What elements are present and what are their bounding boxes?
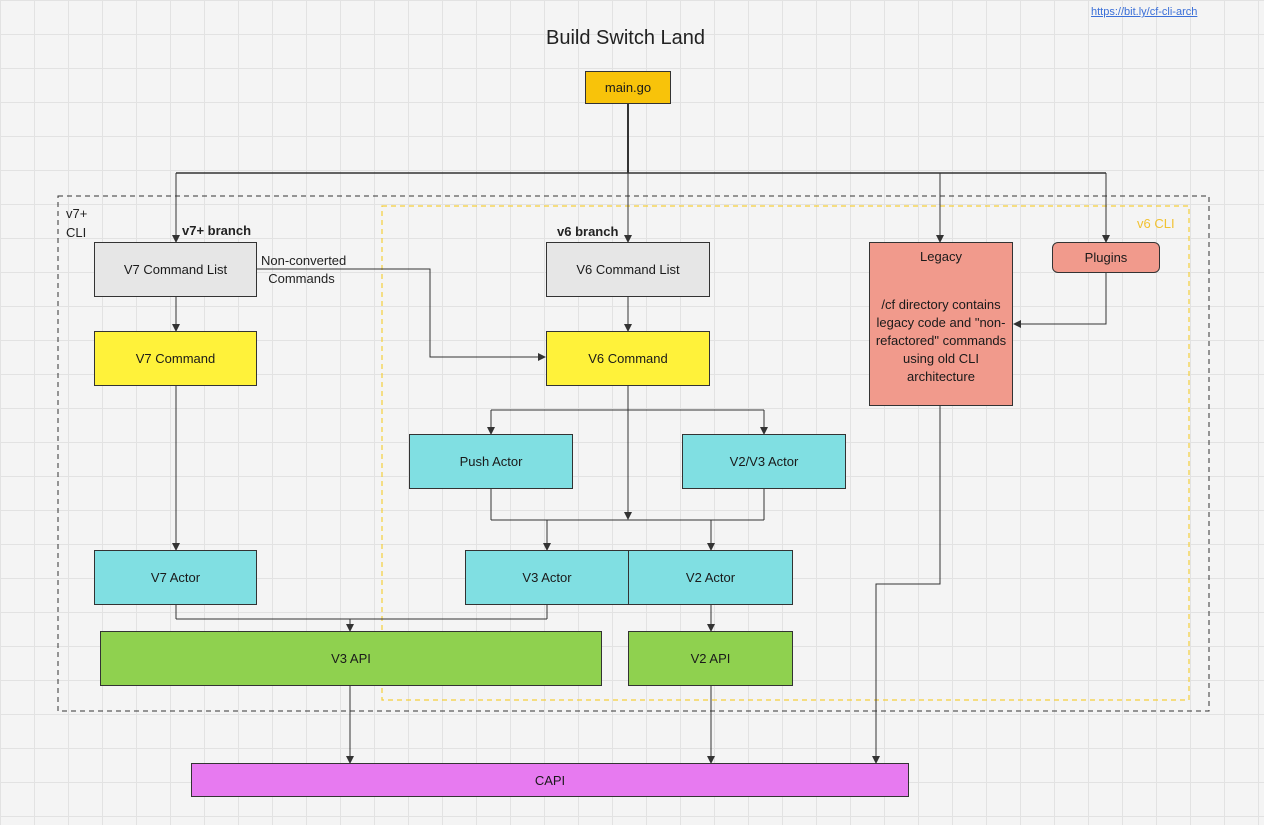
v7-actor-node[interactable]: V7 Actor [94, 550, 257, 605]
non-converted-label: Non-converted Commands [261, 253, 347, 286]
v2-actor-node[interactable]: V2 Actor [628, 550, 793, 605]
main-go-node[interactable]: main.go [585, 71, 671, 104]
legacy-node[interactable]: Legacy /cf directory contains legacy cod… [869, 242, 1013, 406]
v3-api-node[interactable]: V3 API [100, 631, 602, 686]
architecture-link[interactable]: https://bit.ly/cf-cli-arch [1091, 6, 1198, 18]
v3-actor-node[interactable]: V3 Actor [465, 550, 629, 605]
v6-cli-region-border [381, 205, 1190, 701]
capi-node[interactable]: CAPI [191, 763, 909, 797]
legacy-description: /cf directory contains legacy code and "… [875, 297, 1007, 384]
arrow-nonconverted [257, 268, 546, 361]
legacy-title: Legacy [920, 249, 962, 264]
plugins-node[interactable]: Plugins [1052, 242, 1160, 273]
v6-command-node[interactable]: V6 Command [546, 331, 710, 386]
arrow-legacy-to-capi [872, 406, 941, 764]
v2-api-node[interactable]: V2 API [628, 631, 793, 686]
v6-cli-region-label: v6 CLI [1137, 216, 1175, 231]
v7-command-list-node[interactable]: V7 Command List [94, 242, 257, 297]
v6-command-list-node[interactable]: V6 Command List [546, 242, 710, 297]
v6-branch-label: v6 branch [557, 224, 619, 239]
push-actor-node[interactable]: Push Actor [409, 434, 573, 489]
v7-cli-region-label: v7+ CLI [66, 206, 88, 240]
v7-command-node[interactable]: V7 Command [94, 331, 257, 386]
v7-cli-region-border [57, 195, 1210, 712]
v7-branch-label: v7+ branch [182, 223, 252, 238]
arrow-plugins-to-legacy [1013, 273, 1107, 328]
diagram-title: Build Switch Land [546, 27, 705, 49]
v2v3-actor-node[interactable]: V2/V3 Actor [682, 434, 846, 489]
